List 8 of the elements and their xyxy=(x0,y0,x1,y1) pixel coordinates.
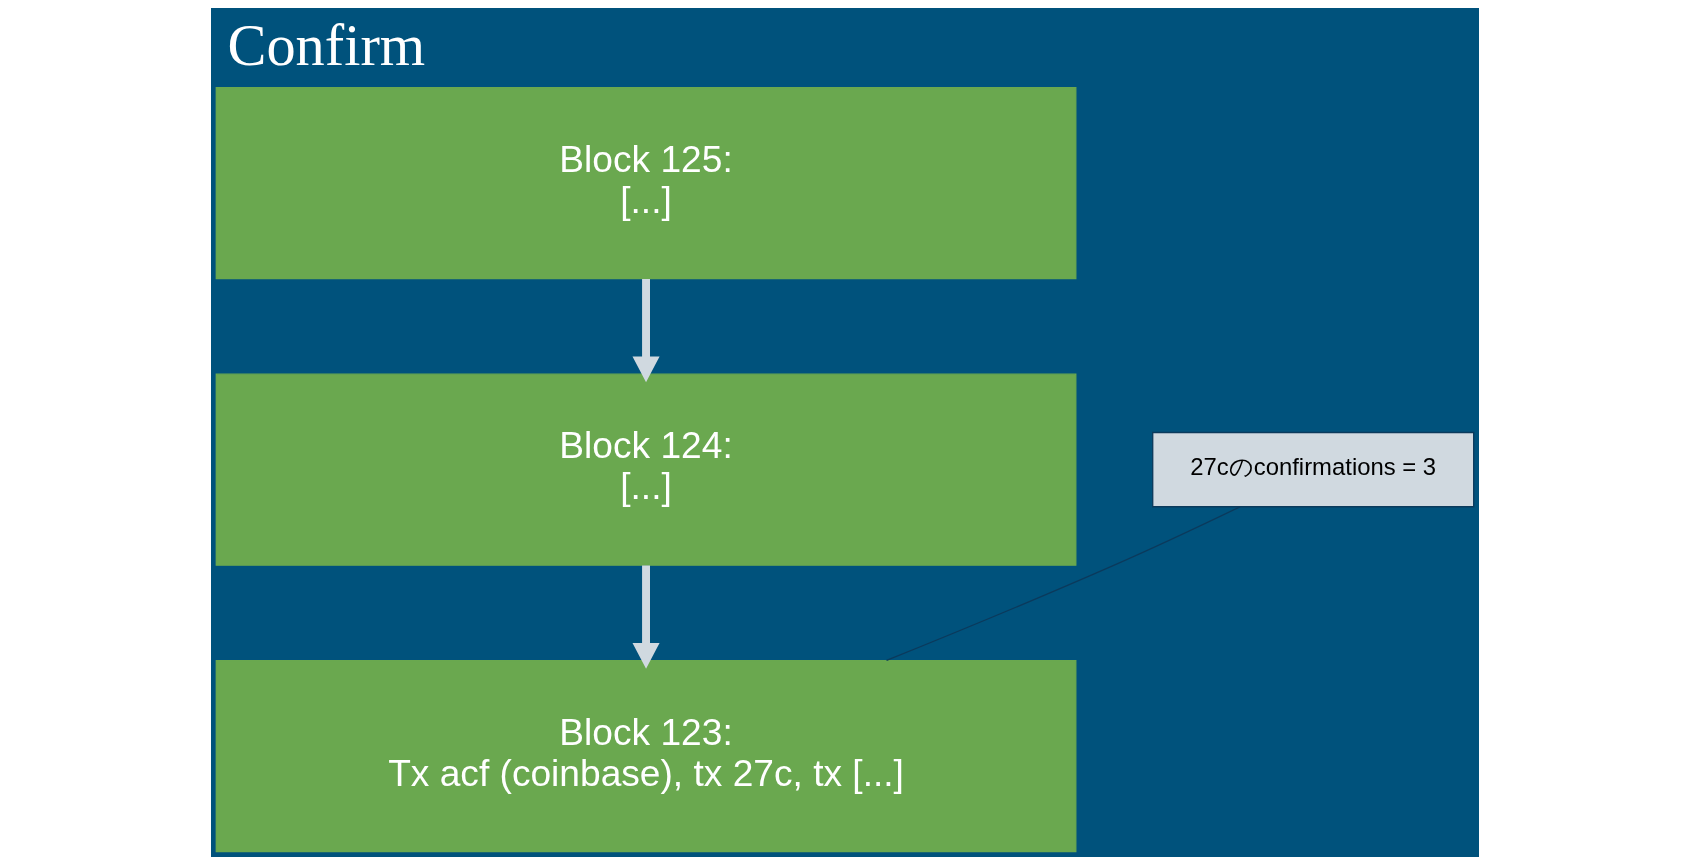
diagram-title: Confirm xyxy=(227,13,426,79)
arrow xyxy=(632,565,660,669)
connector xyxy=(885,506,1241,662)
node-box: Block 123: Tx acf (coinbase), tx 27c, tx [...] xyxy=(215,659,1077,853)
node-box: 27cのconfirmations = 3 xyxy=(1152,431,1475,508)
arrow xyxy=(632,279,660,383)
node-box: Block 124: [...] xyxy=(215,373,1077,566)
node-box: Block 125: [...] xyxy=(215,87,1077,280)
